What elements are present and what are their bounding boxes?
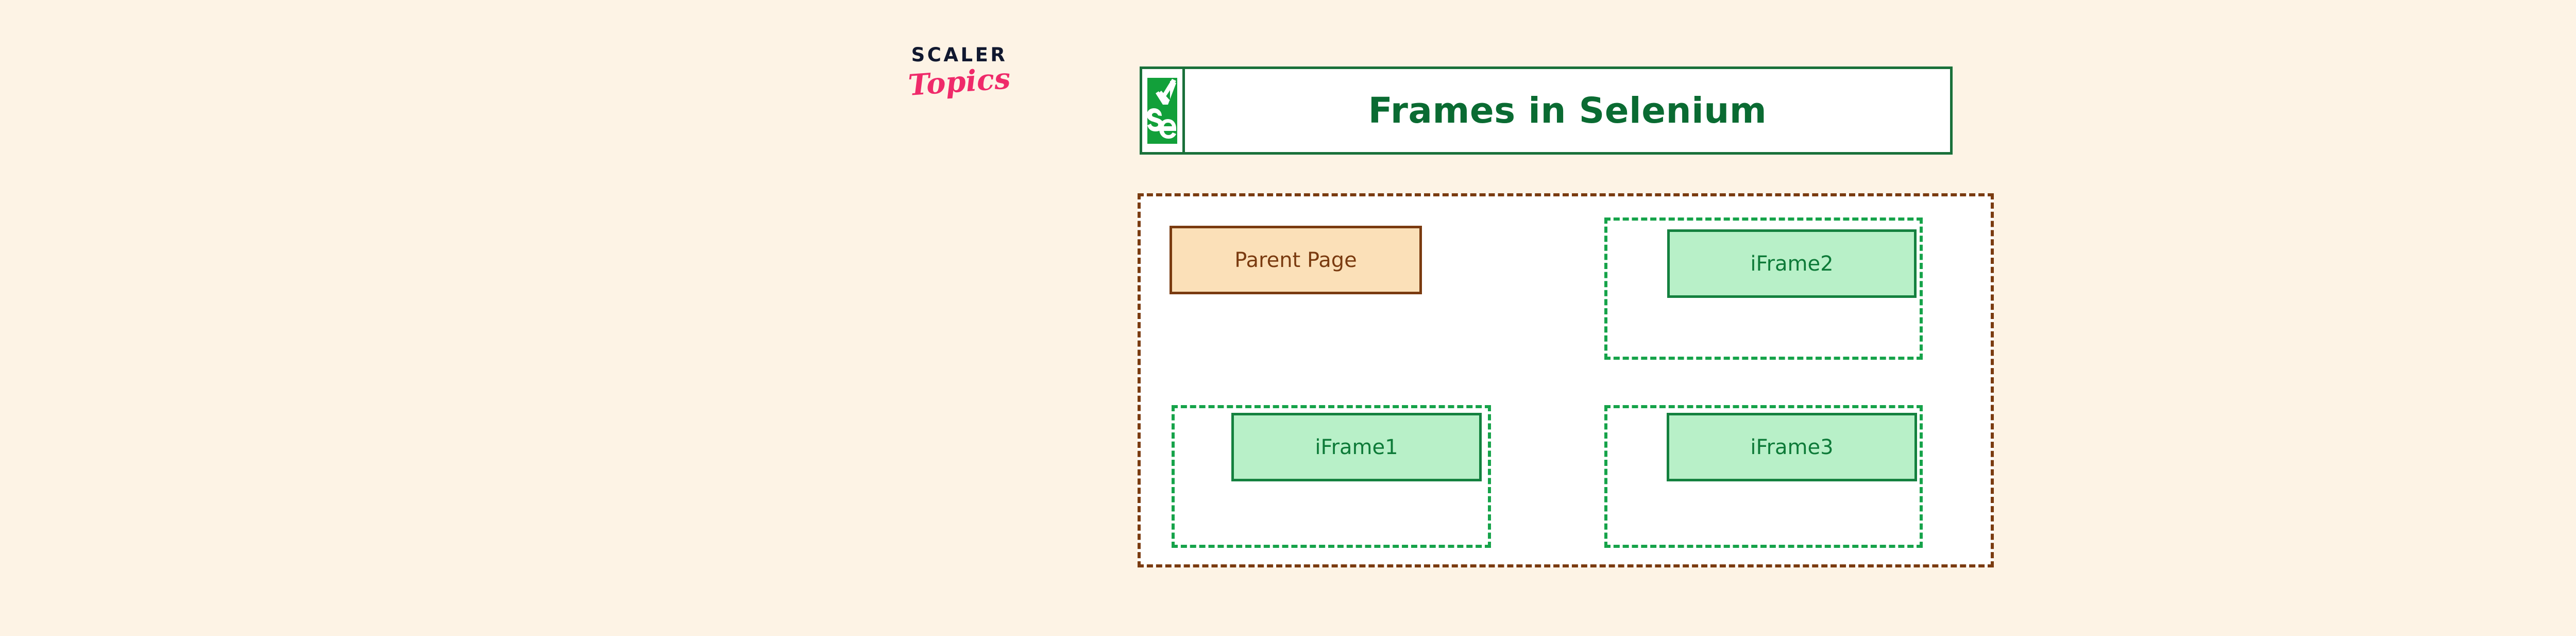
page-title: Frames in Selenium [1368,90,1767,131]
parent-page-box[interactable]: Parent Page [1170,226,1422,294]
iframe2-box[interactable]: iFrame2 [1667,229,1917,298]
iframe2-region [1604,217,1923,360]
brand-wordmark-topics: Topics [907,61,1012,103]
selenium-logo-cell [1142,69,1185,152]
iframe1-region [1172,405,1491,548]
header-banner: Frames in Selenium [1140,66,1953,155]
selenium-logo-icon [1147,77,1177,144]
brand-wordmark-scaler: SCALER [911,44,1008,66]
iframe1-box[interactable]: iFrame1 [1231,413,1482,481]
browser-page-container: Parent Page iFrame2 iFrame1 iFrame3 [1138,193,1994,567]
scaler-topics-logo: SCALER Topics [897,45,1021,128]
iframe3-box[interactable]: iFrame3 [1667,413,1917,481]
iframe3-region [1604,405,1923,548]
